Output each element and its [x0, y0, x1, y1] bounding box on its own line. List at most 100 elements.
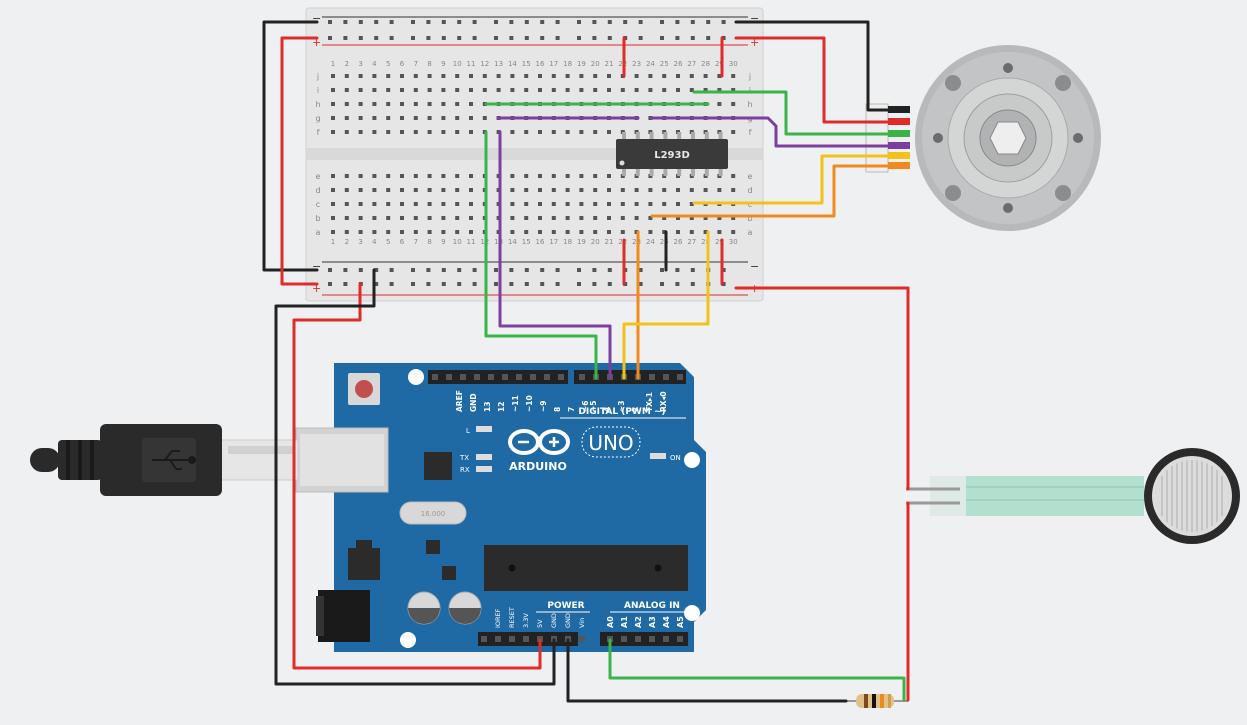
analog-header[interactable]	[600, 632, 688, 646]
breadboard-hole[interactable]	[441, 88, 446, 92]
resistor[interactable]	[840, 694, 908, 708]
breadboard-hole[interactable]	[413, 130, 418, 134]
breadboard-hole[interactable]	[648, 116, 653, 120]
rail-hole[interactable]	[592, 36, 597, 40]
breadboard-hole[interactable]	[607, 74, 611, 78]
wire-red-motor[interactable]	[734, 36, 890, 124]
breadboard-hole[interactable]	[703, 188, 708, 192]
breadboard-hole[interactable]	[413, 102, 418, 106]
breadboard-hole[interactable]	[400, 116, 404, 120]
breadboard-hole[interactable]	[331, 174, 335, 178]
breadboard-hole[interactable]	[469, 230, 473, 234]
rail-hole[interactable]	[494, 20, 498, 24]
rail-hole[interactable]	[343, 20, 348, 24]
breadboard-hole[interactable]	[731, 230, 736, 234]
wires[interactable]	[262, 20, 910, 703]
breadboard-hole[interactable]	[607, 216, 611, 220]
breadboard-hole[interactable]	[565, 88, 570, 92]
rail-hole[interactable]	[328, 36, 332, 40]
breadboard-hole[interactable]	[372, 230, 377, 234]
rail-hole[interactable]	[592, 268, 597, 272]
wire-red-fsr[interactable]	[734, 286, 910, 491]
breadboard-hole[interactable]	[427, 102, 432, 106]
rail-hole[interactable]	[524, 20, 529, 24]
breadboard-hole[interactable]	[524, 202, 529, 206]
rail-hole[interactable]	[411, 20, 415, 24]
breadboard-hole[interactable]	[469, 130, 473, 134]
usb-cable[interactable]	[30, 424, 299, 496]
breadboard-hole[interactable]	[358, 230, 363, 234]
breadboard-hole[interactable]	[524, 74, 529, 78]
rail-hole[interactable]	[472, 20, 477, 24]
wire-purple-motor[interactable]	[650, 116, 890, 148]
breadboard-hole[interactable]	[676, 230, 680, 234]
breadboard-hole[interactable]	[358, 216, 363, 220]
breadboard-hole[interactable]	[372, 74, 377, 78]
motor-connector[interactable]	[865, 103, 889, 173]
breadboard-hole[interactable]	[717, 74, 722, 78]
breadboard-hole[interactable]	[441, 116, 446, 120]
rail-hole[interactable]	[358, 20, 363, 24]
breadboard-hole[interactable]	[579, 216, 584, 220]
breadboard-hole[interactable]	[524, 88, 529, 92]
breadboard-hole[interactable]	[344, 130, 349, 134]
breadboard-hole[interactable]	[620, 202, 625, 206]
breadboard-hole[interactable]	[372, 216, 377, 220]
rail-hole[interactable]	[509, 36, 514, 40]
rail-hole[interactable]	[343, 268, 348, 272]
breadboard-hole[interactable]	[441, 174, 446, 178]
breadboard-hole[interactable]	[372, 88, 377, 92]
breadboard-hole[interactable]	[593, 202, 598, 206]
breadboard-hole[interactable]	[565, 230, 570, 234]
breadboard-hole[interactable]	[469, 102, 473, 106]
breadboard-hole[interactable]	[455, 116, 460, 120]
breadboard-hole[interactable]	[455, 102, 460, 106]
breadboard-hole[interactable]	[455, 188, 460, 192]
rail-hole[interactable]	[494, 36, 498, 40]
breadboard-hole[interactable]	[386, 102, 391, 106]
breadboard-hole[interactable]	[620, 230, 625, 234]
breadboard-hole[interactable]	[344, 216, 349, 220]
breadboard-hole[interactable]	[441, 202, 446, 206]
breadboard-hole[interactable]	[344, 230, 349, 234]
header-hole[interactable]	[495, 636, 501, 642]
rail-hole[interactable]	[457, 36, 462, 40]
rail-hole[interactable]	[426, 268, 431, 272]
header-hole[interactable]	[432, 374, 438, 380]
breadboard-hole[interactable]	[413, 188, 418, 192]
breadboard-hole[interactable]	[551, 174, 556, 178]
breadboard-hole[interactable]	[331, 230, 335, 234]
breadboard-hole[interactable]	[441, 188, 446, 192]
rail-hole[interactable]	[555, 20, 560, 24]
breadboard-hole[interactable]	[648, 74, 653, 78]
wire-black-gnd[interactable]	[274, 268, 556, 686]
rail-hole[interactable]	[374, 268, 379, 272]
wire-yellow-motor[interactable]	[692, 154, 890, 205]
rail-hole[interactable]	[607, 20, 612, 24]
rail-hole[interactable]	[426, 36, 431, 40]
rail-hole[interactable]	[706, 36, 711, 40]
breadboard-hole[interactable]	[731, 88, 736, 92]
breadboard-hole[interactable]	[731, 188, 736, 192]
breadboard-hole[interactable]	[386, 230, 391, 234]
breadboard-hole[interactable]	[482, 74, 487, 78]
breadboard-hole[interactable]	[579, 130, 584, 134]
rail-hole[interactable]	[660, 36, 664, 40]
rail-hole[interactable]	[441, 36, 446, 40]
breadboard-hole[interactable]	[703, 230, 708, 234]
breadboard-hole[interactable]	[427, 230, 432, 234]
breadboard-hole[interactable]	[717, 102, 722, 106]
breadboard-hole[interactable]	[413, 116, 418, 120]
breadboard-hole[interactable]	[731, 74, 736, 78]
breadboard-hole[interactable]	[593, 216, 598, 220]
rail-hole[interactable]	[638, 20, 643, 24]
breadboard-hole[interactable]	[676, 88, 680, 92]
rail-hole[interactable]	[472, 268, 477, 272]
breadboard-hole[interactable]	[331, 74, 335, 78]
breadboard-hole[interactable]	[455, 74, 460, 78]
breadboard-hole[interactable]	[386, 74, 391, 78]
breadboard-hole[interactable]	[358, 102, 363, 106]
rail-hole[interactable]	[623, 20, 628, 24]
breadboard-hole[interactable]	[413, 74, 418, 78]
rail-hole[interactable]	[690, 20, 695, 24]
